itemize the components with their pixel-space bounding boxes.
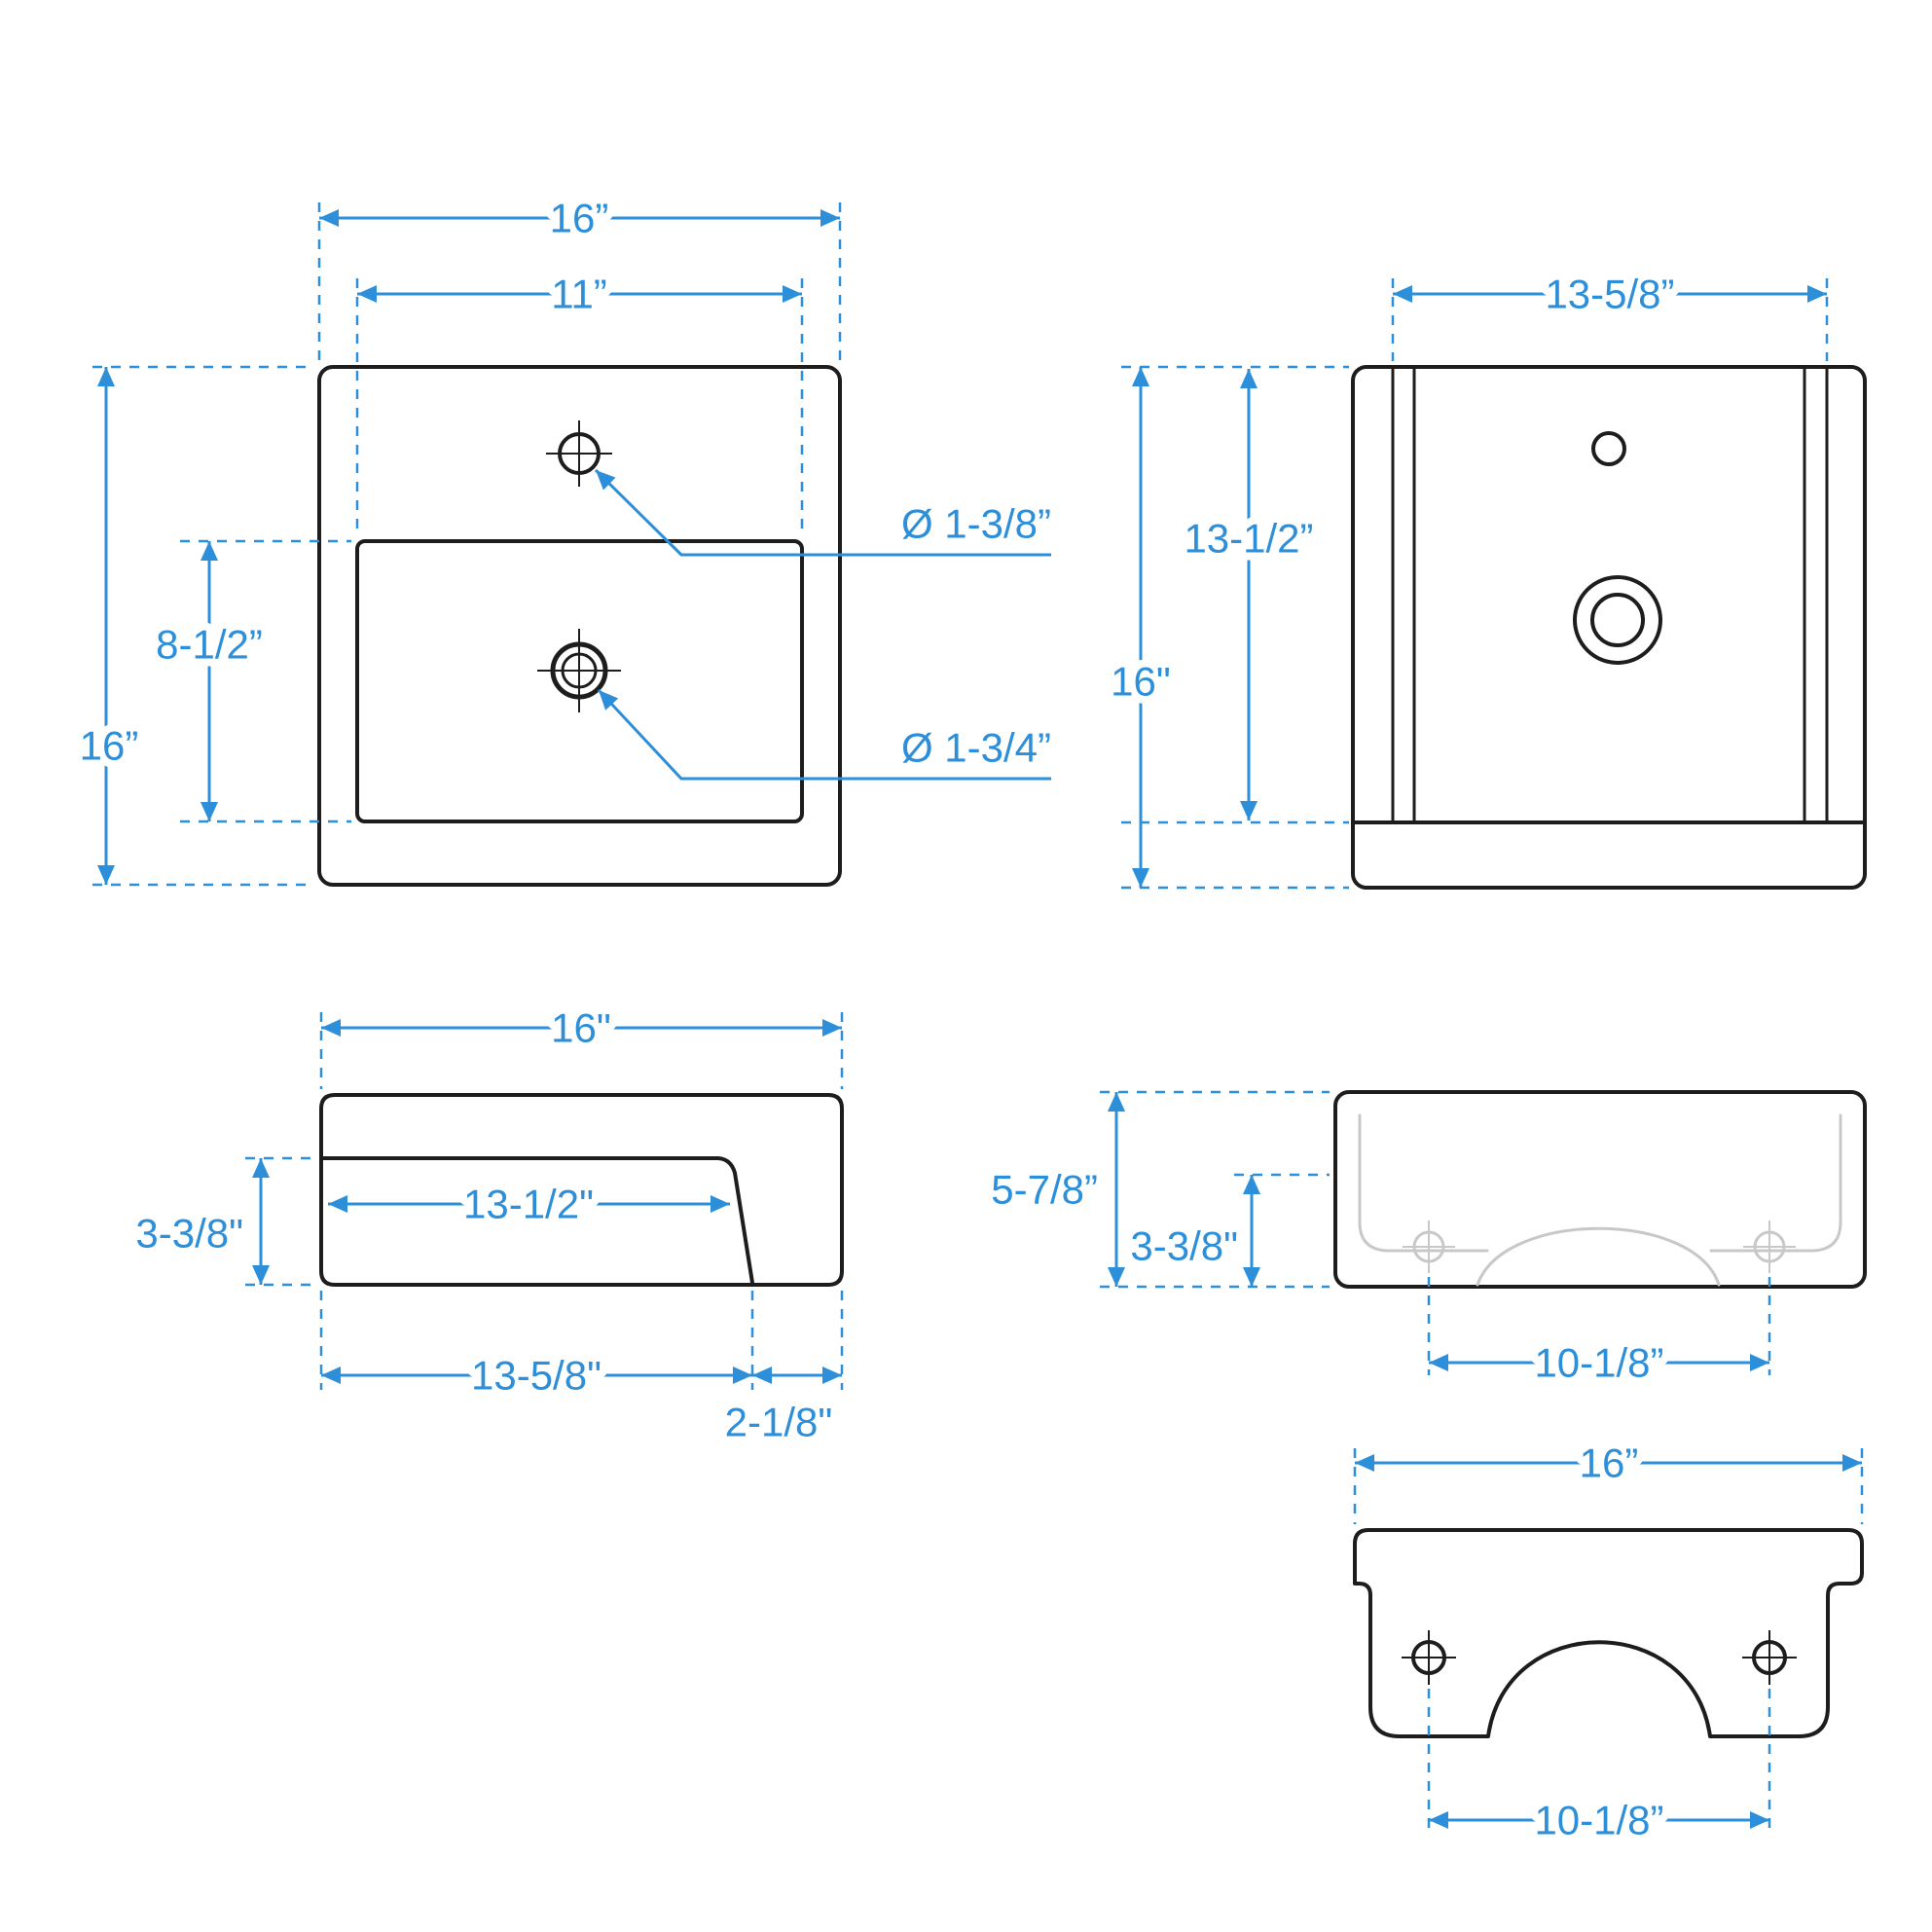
dimension-label: 10-1/8”	[1534, 1798, 1663, 1843]
dimension-label: 3-3/8"	[135, 1211, 243, 1257]
dimension-label: 16"	[1111, 659, 1171, 705]
extension-lines	[1100, 1090, 1771, 1375]
back-view: 5-7/8” 3-3/8" 10-1/8”	[991, 1090, 1867, 1394]
side-view: 16" 13-1/2" 3-3/8" 13-5/8" 2-1/8"	[135, 998, 844, 1445]
dimension-label: 13-1/2"	[463, 1182, 594, 1227]
dim-side-overall-width: 16"	[321, 998, 842, 1059]
extension-lines	[92, 202, 842, 887]
leader-line	[597, 688, 1051, 781]
hidden-cavity-lines	[1358, 1113, 1842, 1287]
dim-rear-overall-width: 16”	[1355, 1433, 1862, 1494]
rear-bottom-view: 16” 10-1/8”	[1353, 1433, 1864, 1851]
top-view: 16” 11” 16” 8-1/2” Ø 1-3/8” Ø 1-3/4”	[72, 188, 1051, 887]
dim-back-hole-spacing: 10-1/8”	[1429, 1332, 1769, 1394]
dimension-label: 16”	[80, 723, 139, 769]
dim-side-basin-width: 13-1/2"	[328, 1174, 730, 1235]
leader-line	[594, 468, 1051, 557]
back-view-outline	[1333, 1090, 1867, 1289]
dim-back-lower-height: 3-3/8"	[1122, 1175, 1260, 1287]
dim-bottom-body-depth: 13-1/2”	[1176, 369, 1322, 820]
extension-lines	[245, 1012, 844, 1390]
dimension-label: 2-1/8"	[725, 1400, 833, 1445]
hole-crosshairs	[537, 420, 621, 712]
diameter-label: Ø 1-3/8”	[901, 501, 1051, 547]
dimension-label: 11”	[551, 272, 607, 317]
bottom-view: 13-5/8” 16" 13-1/2”	[1103, 264, 1867, 890]
faucet-hole	[1591, 431, 1626, 466]
diameter-label: Ø 1-3/4”	[901, 725, 1051, 771]
dim-bottom-top-width: 13-5/8”	[1393, 264, 1827, 325]
dimension-label: 3-3/8"	[1130, 1223, 1238, 1269]
extension-lines	[1353, 1448, 1864, 1833]
extension-lines	[1121, 278, 1829, 890]
rear-view-outline	[1353, 1528, 1864, 1738]
dim-top-inner-width: 11”	[357, 264, 802, 325]
dim-rear-hole-spacing: 10-1/8”	[1429, 1790, 1769, 1851]
dim-top-outer-width: 16”	[319, 188, 840, 249]
dimension-label: 13-5/8”	[1545, 272, 1674, 317]
dimension-label: 13-1/2”	[1184, 516, 1313, 562]
dim-side-bottom-width: 13-5/8"	[321, 1345, 752, 1406]
dim-side-back-offset: 2-1/8"	[725, 1367, 842, 1445]
dim-side-front-height: 3-3/8"	[135, 1158, 270, 1285]
dim-basin-depth: 8-1/2”	[148, 541, 271, 821]
dim-bottom-overall-depth: 16"	[1103, 367, 1179, 888]
dimension-label: 10-1/8”	[1534, 1340, 1663, 1386]
side-view-outline	[319, 1093, 844, 1287]
dimension-label: 16"	[551, 1005, 611, 1051]
mount-hole-crosshairs	[1402, 1630, 1797, 1685]
drain-hole-callout: Ø 1-3/4”	[597, 688, 1051, 781]
dimension-label: 5-7/8”	[991, 1167, 1098, 1213]
dim-top-outer-depth: 16”	[72, 367, 146, 885]
dimension-label: 13-5/8"	[471, 1353, 601, 1399]
dimension-label: 8-1/2”	[156, 622, 263, 668]
drain-hole-inner-ring	[1590, 593, 1645, 647]
dimension-label: 16”	[550, 196, 609, 241]
faucet-hole-callout: Ø 1-3/8”	[594, 468, 1051, 557]
dim-back-overall-height: 5-7/8”	[991, 1092, 1125, 1287]
rim-profile-line	[320, 1156, 754, 1285]
hidden-hole-crosshairs	[1403, 1221, 1796, 1273]
side-rails	[1391, 367, 1829, 822]
dimension-label: 16”	[1580, 1440, 1639, 1486]
